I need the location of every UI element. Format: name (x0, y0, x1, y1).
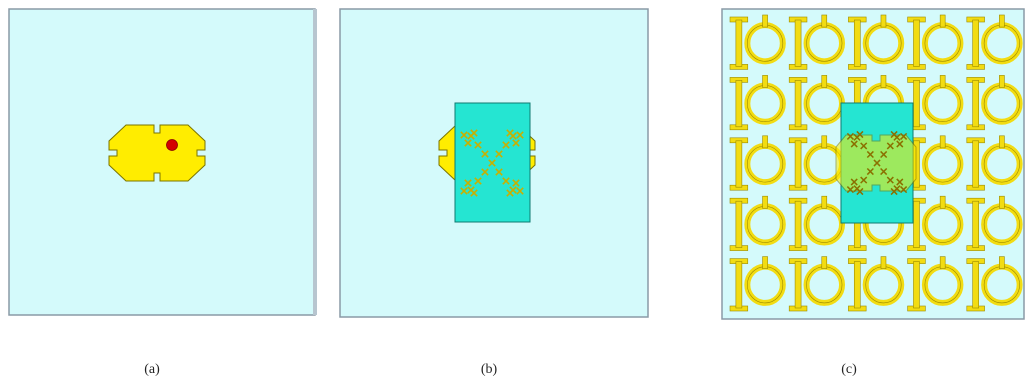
panel-a (7, 7, 319, 319)
fractal-cross (896, 140, 904, 148)
metasurface-cell (788, 256, 846, 312)
fractal-cross (502, 177, 510, 185)
fractal-cross (481, 150, 489, 158)
fractal-cross (464, 139, 472, 147)
fractal-cross (886, 142, 894, 150)
metasurface-cell (729, 256, 786, 312)
fractal-cross (856, 187, 864, 196)
metasurface-cell (788, 195, 846, 251)
fractal-cross (495, 168, 503, 176)
metasurface-cell (729, 75, 786, 131)
metasurface-cell (729, 14, 786, 70)
fractal-cross (900, 132, 908, 140)
fractal-cross (866, 150, 874, 159)
fractal-cross (460, 131, 468, 139)
metasurface-cell (729, 195, 786, 251)
metasurface-cell (848, 256, 905, 312)
fractal-cross (860, 142, 868, 150)
center-antenna (835, 102, 917, 224)
fractal-cross (516, 187, 524, 195)
fractal-cross (506, 129, 514, 137)
metasurface-cell (966, 14, 1023, 70)
metasurface-cell (966, 75, 1023, 131)
metasurface-cell (907, 195, 964, 251)
fractal-cross (880, 150, 888, 159)
fractal-cross (488, 159, 496, 167)
fractal-cross (890, 130, 898, 139)
fractal-cross (890, 187, 898, 196)
fractal-cross (512, 179, 520, 187)
metasurface-cell (729, 135, 786, 191)
fractal-cross (850, 140, 858, 148)
fractal-cross (512, 139, 520, 147)
fractal-cross (860, 176, 868, 184)
feed-point (166, 139, 178, 151)
fractal-cross (506, 189, 514, 197)
fractal-cross (481, 168, 489, 176)
fractal-cross (516, 131, 524, 139)
fractal-cross (464, 179, 472, 187)
fractal-cross (896, 178, 904, 186)
fractal-cross (460, 187, 468, 195)
fractal-cross (850, 178, 858, 186)
fractal-cross (846, 186, 854, 194)
fractal-cross (846, 132, 854, 140)
metasurface-cell (966, 256, 1023, 312)
fractal-cross (470, 189, 478, 197)
fractal-pattern (846, 130, 908, 196)
fractal-cross (495, 150, 503, 158)
metasurface-cell (907, 256, 964, 312)
metasurface-cell (848, 14, 905, 70)
fractal-cross (502, 141, 510, 149)
fractal-cross (474, 177, 482, 185)
fractal-pattern (460, 129, 524, 197)
metasurface-cell (788, 14, 846, 70)
fractal-cross (474, 141, 482, 149)
panel-c (720, 7, 1025, 321)
caption-b: (b) (480, 362, 498, 377)
panel-b (338, 7, 650, 319)
fractal-cross (886, 176, 894, 184)
metasurface-cell (907, 14, 964, 70)
metasurface-cell (966, 195, 1023, 251)
fractal-cross (900, 186, 908, 194)
panel-b-drawing (339, 8, 649, 318)
fractal-cross (873, 159, 881, 167)
fractal-cross (856, 130, 864, 139)
panel-a-drawing (8, 8, 317, 316)
fractal-cross (880, 167, 888, 176)
panel-c-drawing (721, 8, 1025, 320)
fractal-cross (866, 167, 874, 176)
fractal-cross (470, 129, 478, 137)
radiating-patch (108, 124, 206, 182)
caption-a: (a) (144, 362, 160, 377)
metasurface-cell (966, 135, 1023, 191)
caption-c: (c) (841, 362, 857, 377)
